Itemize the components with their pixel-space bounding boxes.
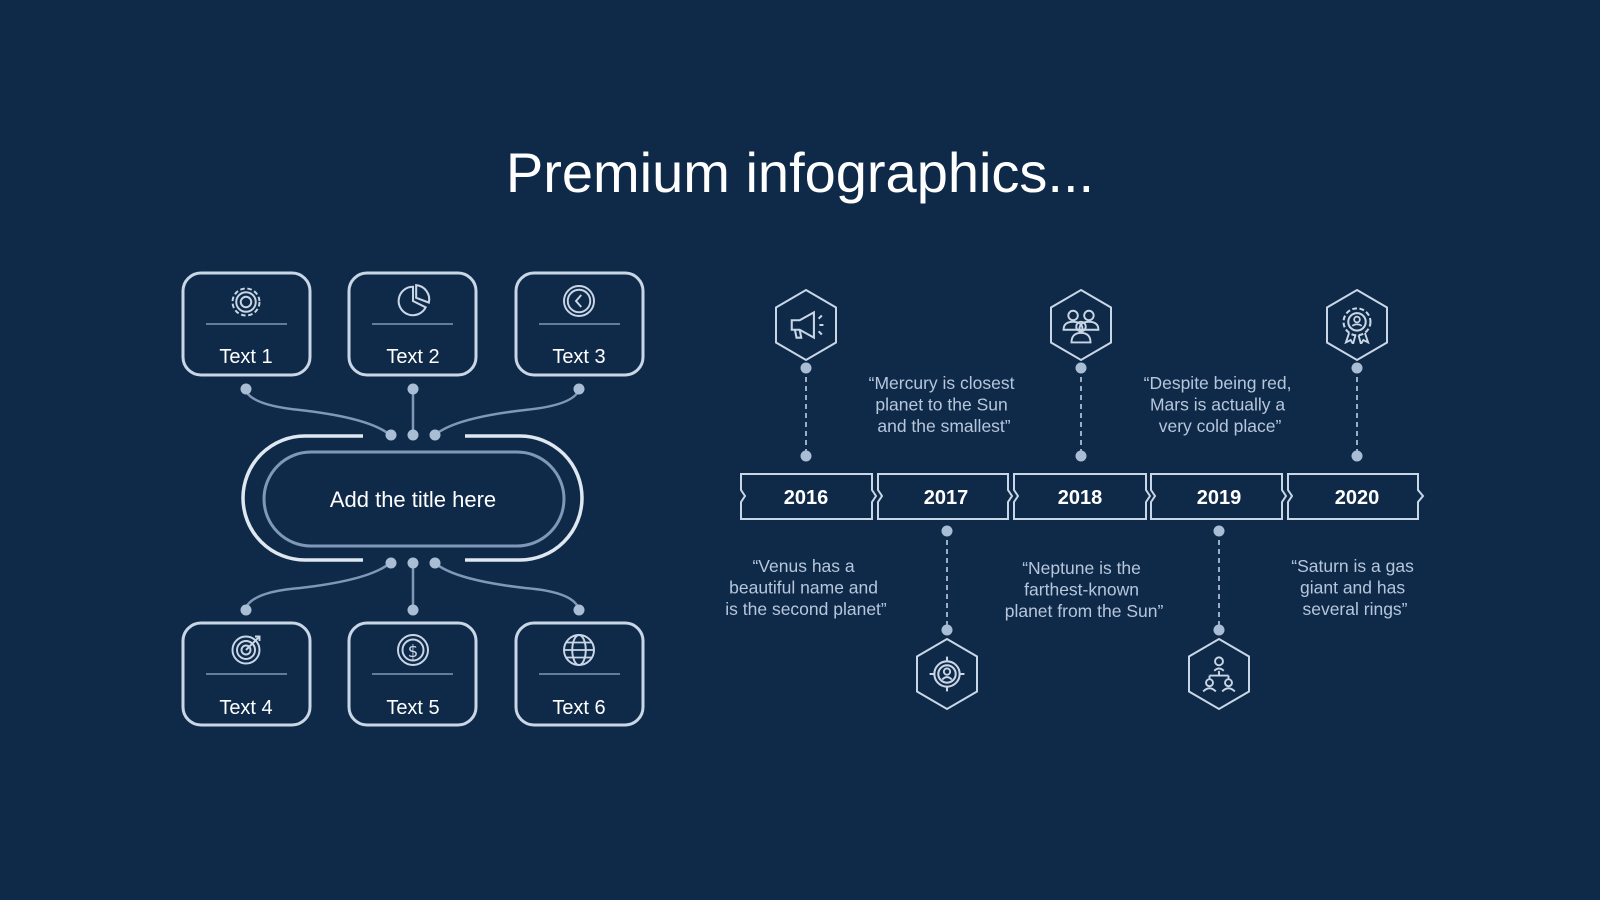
description-line: is the second planet” xyxy=(725,599,887,619)
description-line: planet to the Sun xyxy=(875,395,1007,415)
year-label: 2019 xyxy=(1197,487,1242,509)
dot xyxy=(1213,624,1225,636)
dot xyxy=(941,624,953,636)
dot xyxy=(1075,450,1087,462)
dot xyxy=(407,557,419,569)
connector-dots xyxy=(240,383,585,616)
card-text-6[interactable]: Text 6 xyxy=(514,621,645,727)
dot xyxy=(800,362,812,374)
timeline: 2016 2017 2018 2019 2020 xyxy=(725,288,1425,711)
dot xyxy=(407,429,419,441)
description-line: beautiful name and xyxy=(729,578,878,598)
dot xyxy=(385,557,397,569)
year-tag-2019[interactable]: 2019 xyxy=(1150,473,1288,520)
coin-icon xyxy=(397,634,429,666)
megaphone-icon xyxy=(790,311,825,339)
card-label: Text 1 xyxy=(219,346,272,368)
hexagon-2019[interactable] xyxy=(1188,637,1250,711)
hierarchy-icon xyxy=(1202,656,1236,693)
description-line: Mars is actually a xyxy=(1150,395,1285,415)
pie-chart-icon xyxy=(397,284,431,317)
team-icon xyxy=(1062,309,1100,344)
card-text-1[interactable]: Text 1 xyxy=(181,271,312,377)
year-tag-2020[interactable]: 2020 xyxy=(1287,473,1425,520)
card-label: Text 2 xyxy=(386,346,439,368)
card-label: Text 4 xyxy=(219,697,272,719)
description-line: very cold place” xyxy=(1159,416,1282,436)
dot xyxy=(407,604,419,616)
year-label: 2018 xyxy=(1058,487,1103,509)
connector-line xyxy=(243,562,391,611)
dot xyxy=(1351,362,1363,374)
card-label: Text 5 xyxy=(386,697,439,719)
description-line: planet from the Sun” xyxy=(1005,601,1164,621)
dot xyxy=(407,383,419,395)
dot xyxy=(240,604,252,616)
connector-line xyxy=(434,562,581,611)
card-text-3[interactable]: Text 3 xyxy=(514,271,645,377)
description-line: “Despite being red, xyxy=(1144,373,1292,393)
dot xyxy=(429,429,441,441)
hexagon-2018[interactable] xyxy=(1050,288,1112,362)
year-label: 2020 xyxy=(1335,487,1380,509)
user-target-icon xyxy=(928,655,966,693)
description-2018: “Neptune is the farthest-known planet fr… xyxy=(1005,558,1164,621)
year-label: 2017 xyxy=(924,487,969,509)
target-icon xyxy=(231,635,261,665)
card-label: Text 3 xyxy=(552,346,605,368)
center-pill[interactable] xyxy=(262,450,566,548)
gear-icon xyxy=(231,287,261,317)
card-text-5[interactable]: Text 5 xyxy=(347,621,478,727)
year-tag-2018[interactable]: 2018 xyxy=(1013,473,1152,520)
hexagon-2016[interactable] xyxy=(775,288,837,362)
description-line: several rings” xyxy=(1302,599,1407,619)
description-2019: “Despite being red, Mars is actually a v… xyxy=(1144,373,1297,436)
award-icon xyxy=(1342,307,1372,344)
mindmap: Add the title here Text 1 xyxy=(181,271,645,727)
year-tag-2016[interactable]: 2016 xyxy=(740,473,878,520)
page-title: Premium infographics... xyxy=(505,141,1095,204)
description-2020: “Saturn is a gas giant and has several r… xyxy=(1291,556,1418,619)
dot xyxy=(1351,450,1363,462)
card-text-2[interactable]: Text 2 xyxy=(347,271,478,377)
globe-icon xyxy=(563,634,595,666)
dot xyxy=(1213,525,1225,537)
dot xyxy=(385,429,397,441)
description-line: giant and has xyxy=(1300,578,1405,598)
year-label: 2016 xyxy=(784,487,829,509)
clock-icon xyxy=(563,285,595,317)
dot xyxy=(941,525,953,537)
timeline-dots xyxy=(800,362,1363,636)
dot xyxy=(240,383,252,395)
connector-line xyxy=(434,388,581,436)
card-label: Text 6 xyxy=(552,697,605,719)
center-outer-ring xyxy=(241,434,584,562)
hexagon-2017[interactable] xyxy=(916,637,978,711)
dot xyxy=(800,450,812,462)
description-2017: “Mercury is closest planet to the Sun an… xyxy=(869,373,1020,436)
description-line: “Mercury is closest xyxy=(869,373,1015,393)
description-line: “Saturn is a gas xyxy=(1291,556,1414,576)
dot xyxy=(429,557,441,569)
hexagon-2020[interactable] xyxy=(1326,288,1388,362)
dot xyxy=(573,604,585,616)
center-title: Add the title here xyxy=(330,487,496,512)
description-line: and the smallest” xyxy=(877,416,1010,436)
connector-line xyxy=(243,388,391,436)
year-tag-2017[interactable]: 2017 xyxy=(877,473,1014,520)
description-line: “Neptune is the xyxy=(1022,558,1141,578)
description-2016: “Venus has a beautiful name and is the s… xyxy=(725,556,887,619)
description-line: “Venus has a xyxy=(752,556,854,576)
dot xyxy=(573,383,585,395)
description-line: farthest-known xyxy=(1024,580,1139,600)
card-text-4[interactable]: Text 4 xyxy=(181,621,312,727)
dot xyxy=(1075,362,1087,374)
